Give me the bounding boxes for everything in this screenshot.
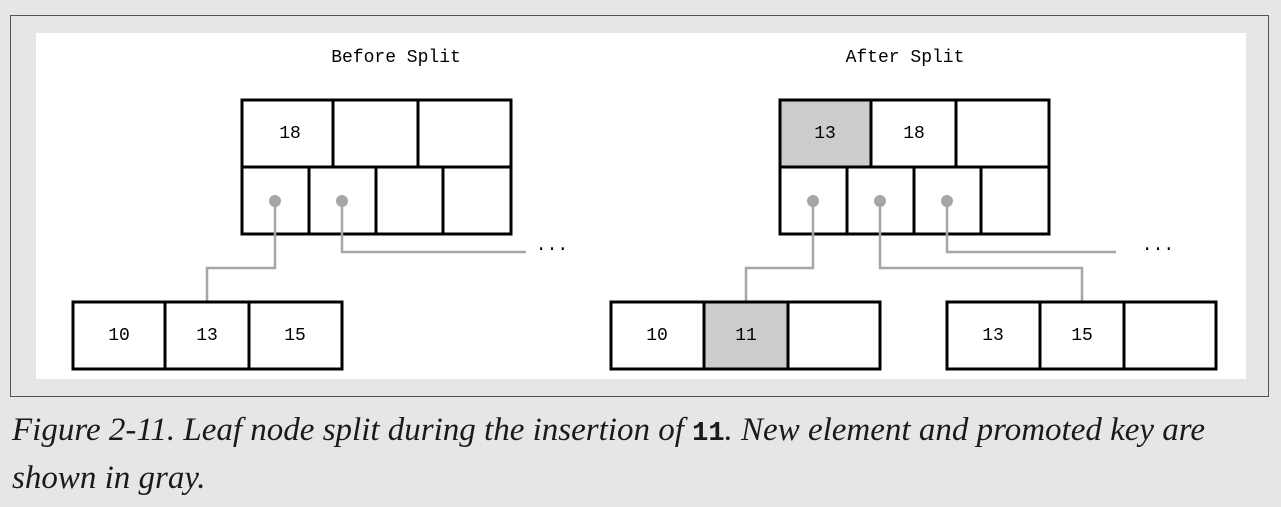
before-root-key-1: 18	[279, 124, 301, 144]
after-pointer-2	[874, 195, 886, 207]
before-pointer-2	[336, 195, 348, 207]
before-leaf-key-1: 10	[108, 326, 130, 346]
after-right-leaf-key-1: 13	[982, 326, 1004, 346]
before-continuation: ...	[536, 236, 568, 256]
caption-code: 11	[692, 419, 725, 449]
after-pointer-3	[941, 195, 953, 207]
after-left-leaf-new-element-cell	[704, 302, 788, 369]
before-leaf-key-3: 15	[284, 326, 306, 346]
after-pointer-1	[807, 195, 819, 207]
after-root-promoted-key-cell	[780, 100, 871, 167]
after-continuation: ...	[1142, 236, 1174, 256]
after-root-key-2: 18	[903, 124, 925, 144]
caption-suffix: . New element and promoted key are shown…	[12, 412, 1206, 496]
after-right-leaf-key-2: 15	[1071, 326, 1093, 346]
after-left-leaf-key-2: 11	[735, 326, 757, 346]
after-root-node	[778, 98, 1051, 236]
before-leaf-key-2: 13	[196, 326, 218, 346]
before-root-node	[240, 98, 513, 236]
btree-split-diagram: Before Split 18 ... 10 13 15 Afte	[71, 48, 1218, 371]
after-left-leaf-key-1: 10	[646, 326, 668, 346]
after-left-leaf-node	[609, 300, 882, 371]
figure-caption: Figure 2-11. Leaf node split during the …	[12, 408, 1262, 500]
before-leaf-node	[71, 300, 344, 371]
caption-prefix: Figure 2-11. Leaf node split during the …	[12, 412, 693, 448]
after-split-title: After Split	[846, 48, 965, 68]
before-pointer-1	[269, 195, 281, 207]
diagram-panel: Before Split 18 ... 10 13 15 Afte	[36, 33, 1246, 379]
after-right-leaf-node	[945, 300, 1218, 371]
after-root-key-1: 13	[814, 124, 836, 144]
before-connectors	[205, 201, 526, 302]
after-connectors	[744, 201, 1116, 302]
before-split-title: Before Split	[331, 48, 461, 68]
